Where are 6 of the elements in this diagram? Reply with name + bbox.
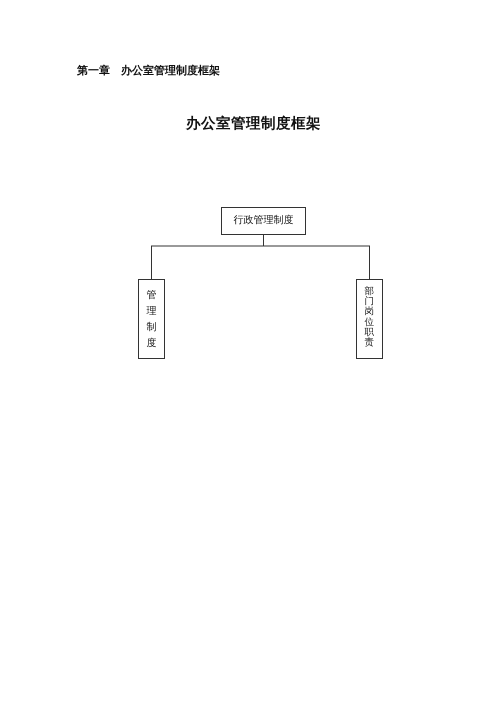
process-box: 部门岗位职责 xyxy=(356,279,383,359)
chapter-heading: 第一章 办公室管理制度框架 xyxy=(77,64,220,78)
connector-line xyxy=(263,234,370,280)
diagram-title: 办公室管理制度框架 xyxy=(186,114,321,133)
process-box: 管理制度 xyxy=(138,279,165,359)
process-box: 行政管理制度 xyxy=(221,207,306,235)
